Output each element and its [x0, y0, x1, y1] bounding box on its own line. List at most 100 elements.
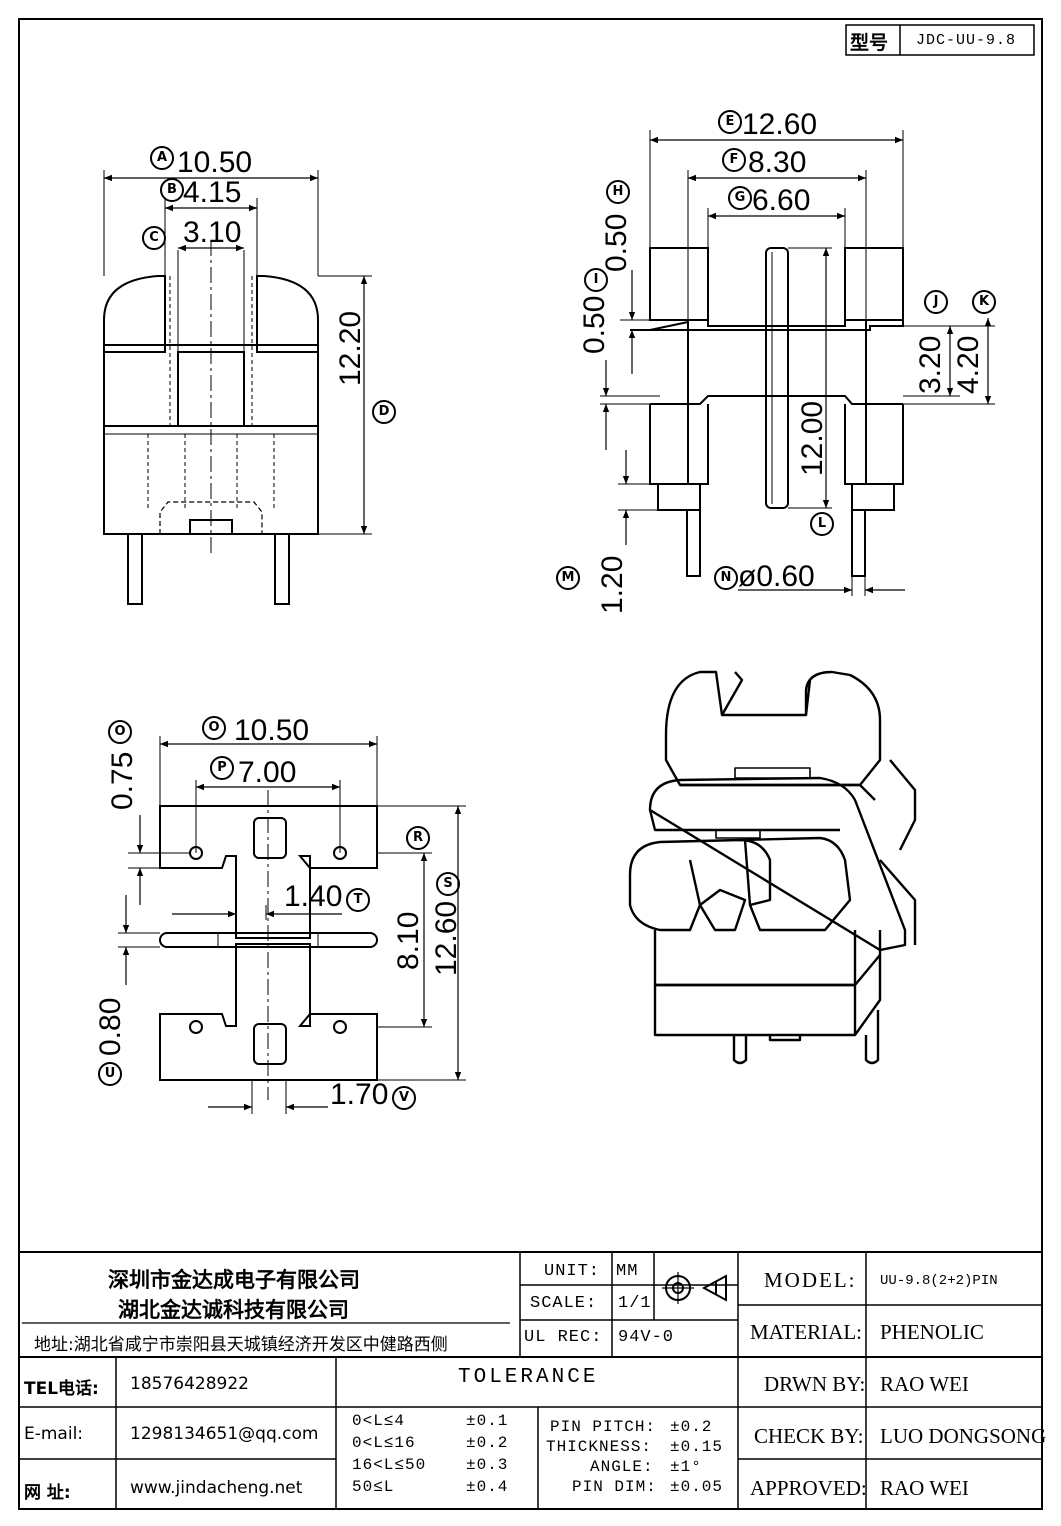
marker-m: M [556, 566, 580, 590]
pin-pitch-label: PIN PITCH: [550, 1418, 657, 1436]
approved-value: RAO WEI [880, 1476, 969, 1500]
marker-l: L [810, 512, 834, 536]
marker-i-letter: I [593, 272, 599, 287]
marker-f-letter: F [729, 152, 739, 167]
marker-a: A [150, 146, 174, 170]
dim-r: 8.10 [392, 911, 425, 970]
tol-range-2: 0<L≤16 [352, 1434, 416, 1452]
marker-v-letter: V [398, 1090, 410, 1105]
marker-a-letter: A [156, 150, 168, 165]
marker-f: F [722, 148, 746, 172]
front-view [103, 170, 372, 605]
marker-h: H [606, 180, 630, 204]
dim-e: 12.60 [742, 108, 818, 141]
marker-t: T [346, 888, 370, 912]
side-view [600, 130, 995, 596]
model-code-value: JDC-UU-9.8 [916, 32, 1017, 49]
dim-j: 3.20 [914, 335, 947, 394]
marker-b: B [160, 178, 184, 202]
pin-pitch-value: ±0.2 [670, 1418, 713, 1436]
marker-n-letter: N [720, 570, 732, 585]
marker-d-letter: D [378, 404, 390, 419]
company-name-1: 深圳市金达成电子有限公司 [108, 1268, 360, 1292]
marker-o-letter: O [208, 720, 220, 735]
marker-q-letter: O [114, 724, 126, 739]
dim-p: 7.00 [238, 756, 297, 789]
company-address: 地址:湖北省咸宁市崇阳县天城镇经济开发区中健路西侧 [34, 1335, 448, 1355]
dim-c: 3.10 [183, 216, 242, 249]
tol-range-4: 50≤L [352, 1478, 395, 1496]
tol-range-3: 16<L≤50 [352, 1456, 427, 1474]
marker-r: R [406, 826, 430, 850]
dim-i: 0.50 [578, 295, 611, 354]
marker-g: G [728, 186, 752, 210]
marker-b-letter: B [167, 182, 177, 197]
ul-value: 94V-0 [618, 1328, 675, 1347]
dim-a: 10.50 [177, 146, 253, 179]
unit-label: UNIT: [544, 1262, 601, 1281]
marker-k-letter: K [978, 294, 990, 309]
dim-m: 1.20 [596, 555, 629, 614]
thickness-label: THICKNESS: [546, 1438, 653, 1456]
dim-t: 1.40 [284, 880, 343, 913]
model-code-label: 型号 [850, 32, 889, 54]
marker-g-letter: G [734, 190, 746, 205]
marker-e-letter: E [725, 114, 735, 129]
dim-h: 0.50 [600, 213, 633, 272]
isometric-view [628, 670, 917, 1065]
pin-dim-value: ±0.05 [670, 1478, 724, 1496]
marker-v: V [392, 1086, 416, 1110]
marker-j-letter: J [933, 294, 939, 309]
marker-m-letter: M [561, 570, 575, 585]
tol-value-3: ±0.3 [466, 1456, 509, 1474]
material-value: PHENOLIC [880, 1320, 984, 1344]
check-by-value: LUO DONGSONG [880, 1424, 1047, 1448]
dim-g: 6.60 [752, 184, 811, 217]
dim-d: 12.20 [334, 310, 367, 386]
dim-f: 8.30 [748, 146, 807, 179]
marker-u-letter: U [104, 1066, 116, 1081]
marker-u: U [98, 1062, 122, 1086]
check-by-label: CHECK BY: [754, 1424, 864, 1448]
marker-k: K [972, 290, 996, 314]
approved-label: APPROVED: [750, 1476, 867, 1500]
marker-q: O [108, 720, 132, 744]
marker-r-letter: R [412, 830, 423, 845]
marker-o: O [202, 716, 226, 740]
model-code-box [845, 24, 1035, 56]
drawing-frame [18, 18, 1043, 1510]
ul-label: UL REC: [524, 1328, 603, 1347]
dim-v: 1.70 [330, 1078, 389, 1111]
thickness-value: ±0.15 [670, 1438, 724, 1456]
scale-value: 1/1 [618, 1294, 652, 1313]
marker-n: N [714, 566, 738, 590]
title-block [18, 1251, 1043, 1510]
tel-label: TEL电话: [24, 1379, 99, 1399]
marker-s: S [436, 872, 460, 896]
model-label: MODEL: [764, 1268, 857, 1292]
dim-n: ø0.60 [738, 560, 815, 593]
material-label: MATERIAL: [750, 1320, 862, 1344]
marker-s-letter: S [443, 876, 453, 891]
marker-l-letter: L [817, 516, 827, 531]
marker-d: D [372, 400, 396, 424]
angle-value: ±1° [670, 1458, 702, 1476]
scale-label: SCALE: [530, 1294, 598, 1313]
marker-c-letter: C [149, 230, 159, 245]
company-name-2: 湖北金达诚科技有限公司 [118, 1298, 349, 1322]
dim-l: 12.00 [796, 400, 829, 476]
marker-j: J [924, 290, 948, 314]
tolerance-title: TOLERANCE [458, 1366, 599, 1389]
drawn-by-label: DRWN BY: [764, 1372, 866, 1396]
unit-value: MM [616, 1262, 639, 1281]
marker-c: C [142, 226, 166, 250]
marker-p-letter: P [217, 760, 227, 775]
bottom-view [118, 736, 466, 1114]
email-value: 1298134651@qq.com [130, 1424, 319, 1444]
angle-label: ANGLE: [590, 1458, 654, 1476]
tol-value-4: ±0.4 [466, 1478, 509, 1496]
marker-i: I [584, 268, 608, 292]
dim-u: 0.80 [94, 997, 127, 1056]
tel-value: 18576428922 [130, 1374, 249, 1394]
